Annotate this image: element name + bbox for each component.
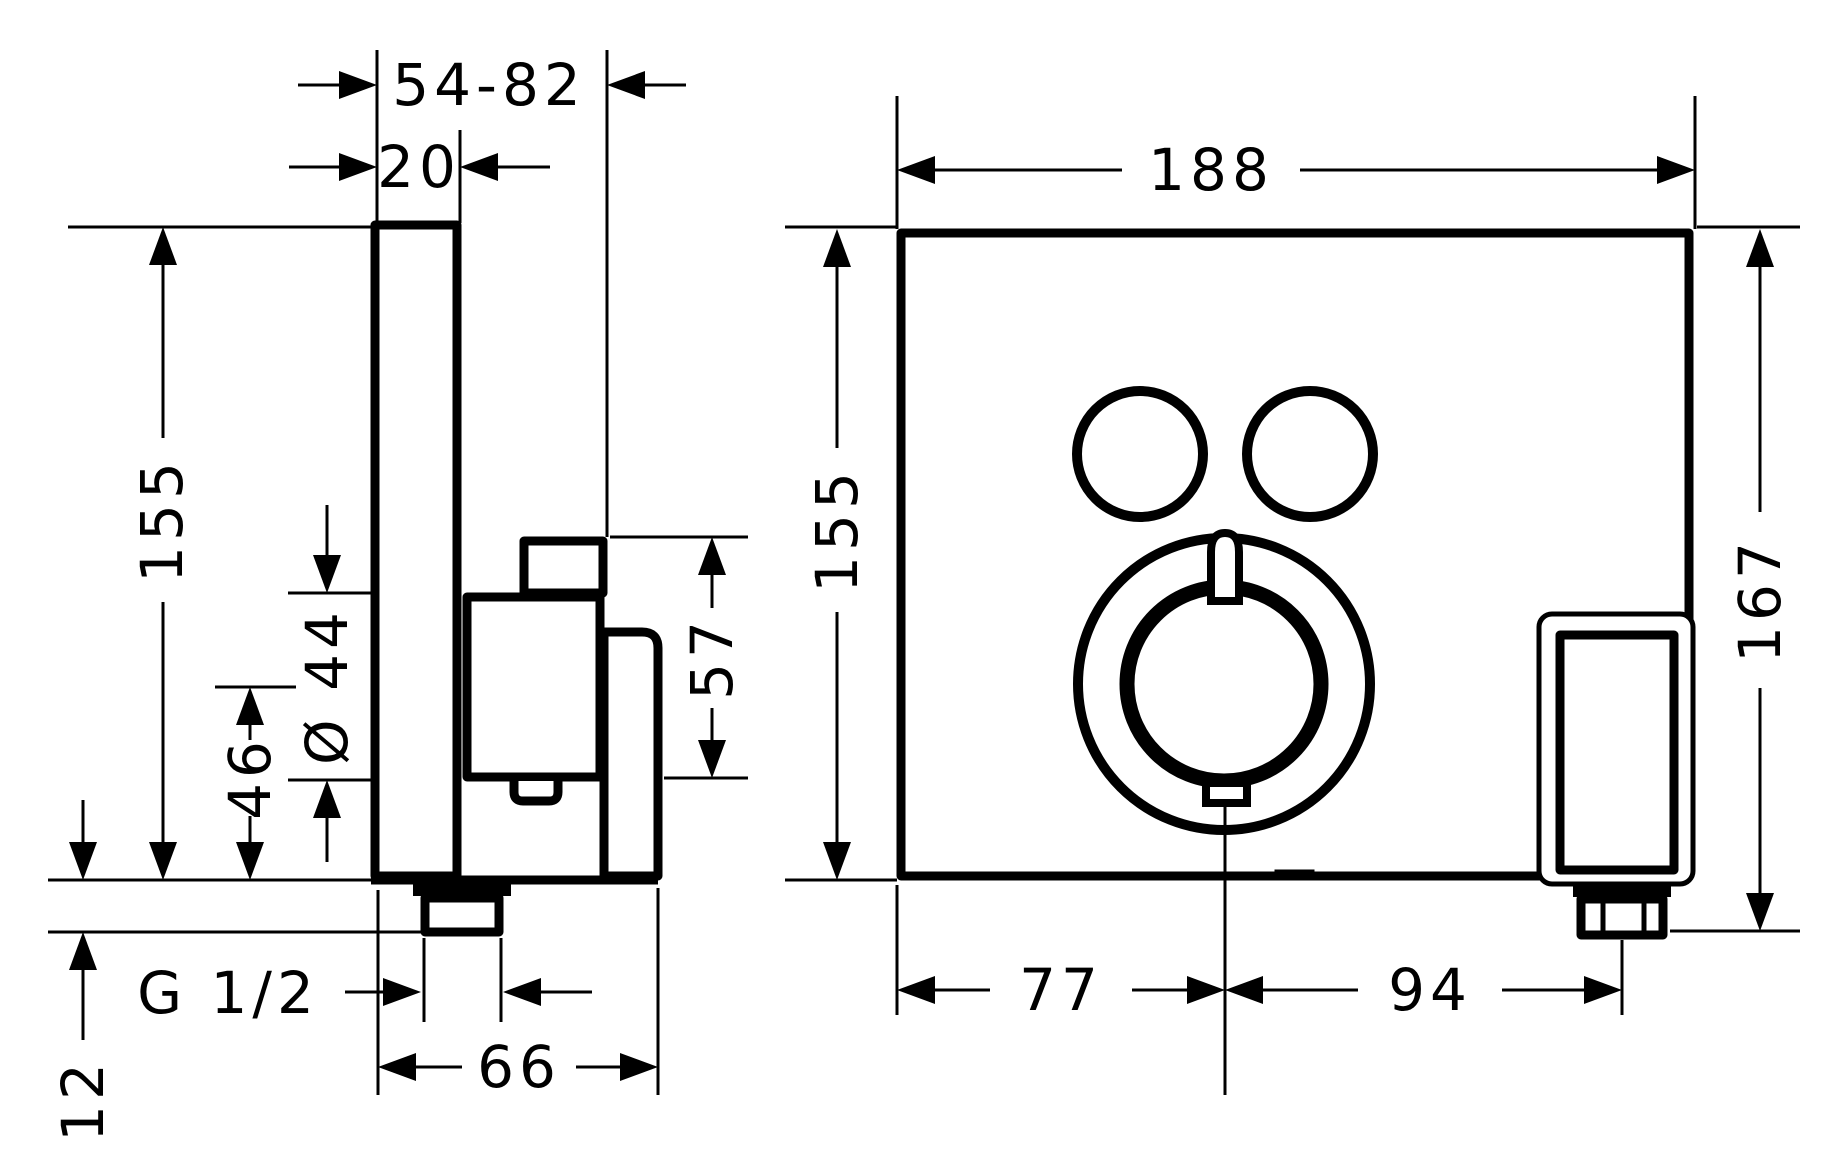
dim-outlet-center: 94 bbox=[1225, 940, 1624, 1024]
arrow-up-icon bbox=[1746, 229, 1774, 267]
arrow-up-icon bbox=[823, 229, 851, 267]
front-view: 188 155 167 bbox=[785, 96, 1800, 1095]
dim-total-height: 167 bbox=[1670, 225, 1800, 933]
arrow-left-icon bbox=[460, 153, 498, 181]
select-button-left bbox=[1072, 386, 1208, 522]
valve-body-profile bbox=[462, 592, 605, 782]
dim-label-plate-depth: 20 bbox=[377, 133, 461, 201]
arrow-up-icon bbox=[313, 780, 341, 818]
escutcheon-plate-profile bbox=[370, 220, 462, 881]
dim-plate-depth: 20 bbox=[289, 133, 550, 201]
outlet-nut-front bbox=[1576, 894, 1668, 940]
arrow-up-icon bbox=[149, 227, 177, 265]
dim-label-side-height: 155 bbox=[128, 457, 196, 583]
arrow-right-icon bbox=[1584, 976, 1622, 1004]
arrow-down-icon bbox=[236, 842, 264, 880]
dim-label-outlet-center: 94 bbox=[1388, 956, 1472, 1024]
dim-label-total-height: 167 bbox=[1726, 537, 1794, 663]
hose-connector-profile bbox=[599, 627, 663, 881]
thermostat-dial-inner bbox=[1119, 579, 1329, 789]
outlet-flange-profile bbox=[413, 884, 511, 896]
dim-front-height: 155 bbox=[785, 225, 897, 882]
arrow-down-icon bbox=[823, 842, 851, 880]
arrow-right-icon bbox=[1657, 156, 1695, 184]
dim-label-depth-range: 54-82 bbox=[392, 51, 586, 119]
arrow-down-icon bbox=[698, 740, 726, 778]
outlet-flange-front bbox=[1573, 884, 1671, 897]
dim-label-dial-center: 77 bbox=[1019, 956, 1103, 1024]
arrow-down-icon bbox=[69, 842, 97, 880]
dim-cartridge-diameter: Ø 44 bbox=[288, 505, 371, 862]
arrow-left-icon bbox=[503, 978, 541, 1006]
dim-label-front-width: 188 bbox=[1148, 136, 1274, 204]
arrow-right-icon bbox=[620, 1053, 658, 1081]
dim-side-height: 155 bbox=[68, 225, 371, 880]
arrow-down-icon bbox=[313, 555, 341, 593]
arrow-right-icon bbox=[339, 153, 377, 181]
dim-label-front-height: 155 bbox=[803, 467, 871, 593]
shower-holder-inner bbox=[1555, 630, 1679, 875]
arrow-left-icon bbox=[897, 976, 935, 1004]
dim-label-body-width: 66 bbox=[477, 1033, 561, 1101]
dial-safety-stop-tab bbox=[1202, 779, 1251, 807]
arrow-up-icon bbox=[69, 932, 97, 970]
dim-sleeve-offset: 12 bbox=[48, 800, 423, 1142]
dim-cartridge-offset: 46 bbox=[215, 685, 296, 880]
dial-marker-slot bbox=[1207, 528, 1243, 605]
dim-body-width: 66 bbox=[376, 888, 660, 1101]
valve-bottom-tab-profile bbox=[509, 781, 563, 806]
dim-dial-center: 77 bbox=[895, 807, 1227, 1095]
side-view: 54-82 20 155 Ø 44 bbox=[48, 50, 748, 1142]
arrow-down-icon bbox=[1746, 893, 1774, 931]
arrow-down-icon bbox=[149, 842, 177, 880]
dim-label-body-height: 57 bbox=[678, 616, 746, 700]
arrow-left-icon bbox=[897, 156, 935, 184]
dim-label-thread: G 1/2 bbox=[137, 959, 319, 1027]
arrow-right-icon bbox=[1187, 976, 1225, 1004]
arrow-right-icon bbox=[383, 978, 421, 1006]
arrow-right-mirror-icon bbox=[1225, 976, 1263, 1004]
dim-label-cartridge-diameter: Ø 44 bbox=[293, 607, 361, 765]
arrow-up-icon bbox=[698, 537, 726, 575]
dim-label-cartridge-offset: 46 bbox=[216, 736, 284, 820]
arrow-up-icon bbox=[236, 687, 264, 725]
outlet-nut-profile bbox=[420, 893, 504, 937]
dim-label-sleeve-offset: 12 bbox=[49, 1058, 117, 1142]
dim-front-width: 188 bbox=[895, 96, 1697, 229]
arrow-left-icon bbox=[378, 1053, 416, 1081]
select-button-right bbox=[1242, 386, 1378, 522]
plate-bottom-notch bbox=[1274, 869, 1315, 880]
dim-body-height: 57 bbox=[610, 535, 748, 780]
arrow-left-icon bbox=[607, 71, 645, 99]
arrow-right-icon bbox=[339, 71, 377, 99]
dim-thread: G 1/2 bbox=[137, 959, 592, 1027]
dim-depth-range: 54-82 bbox=[298, 51, 686, 119]
valve-upper-box-profile bbox=[519, 536, 608, 598]
